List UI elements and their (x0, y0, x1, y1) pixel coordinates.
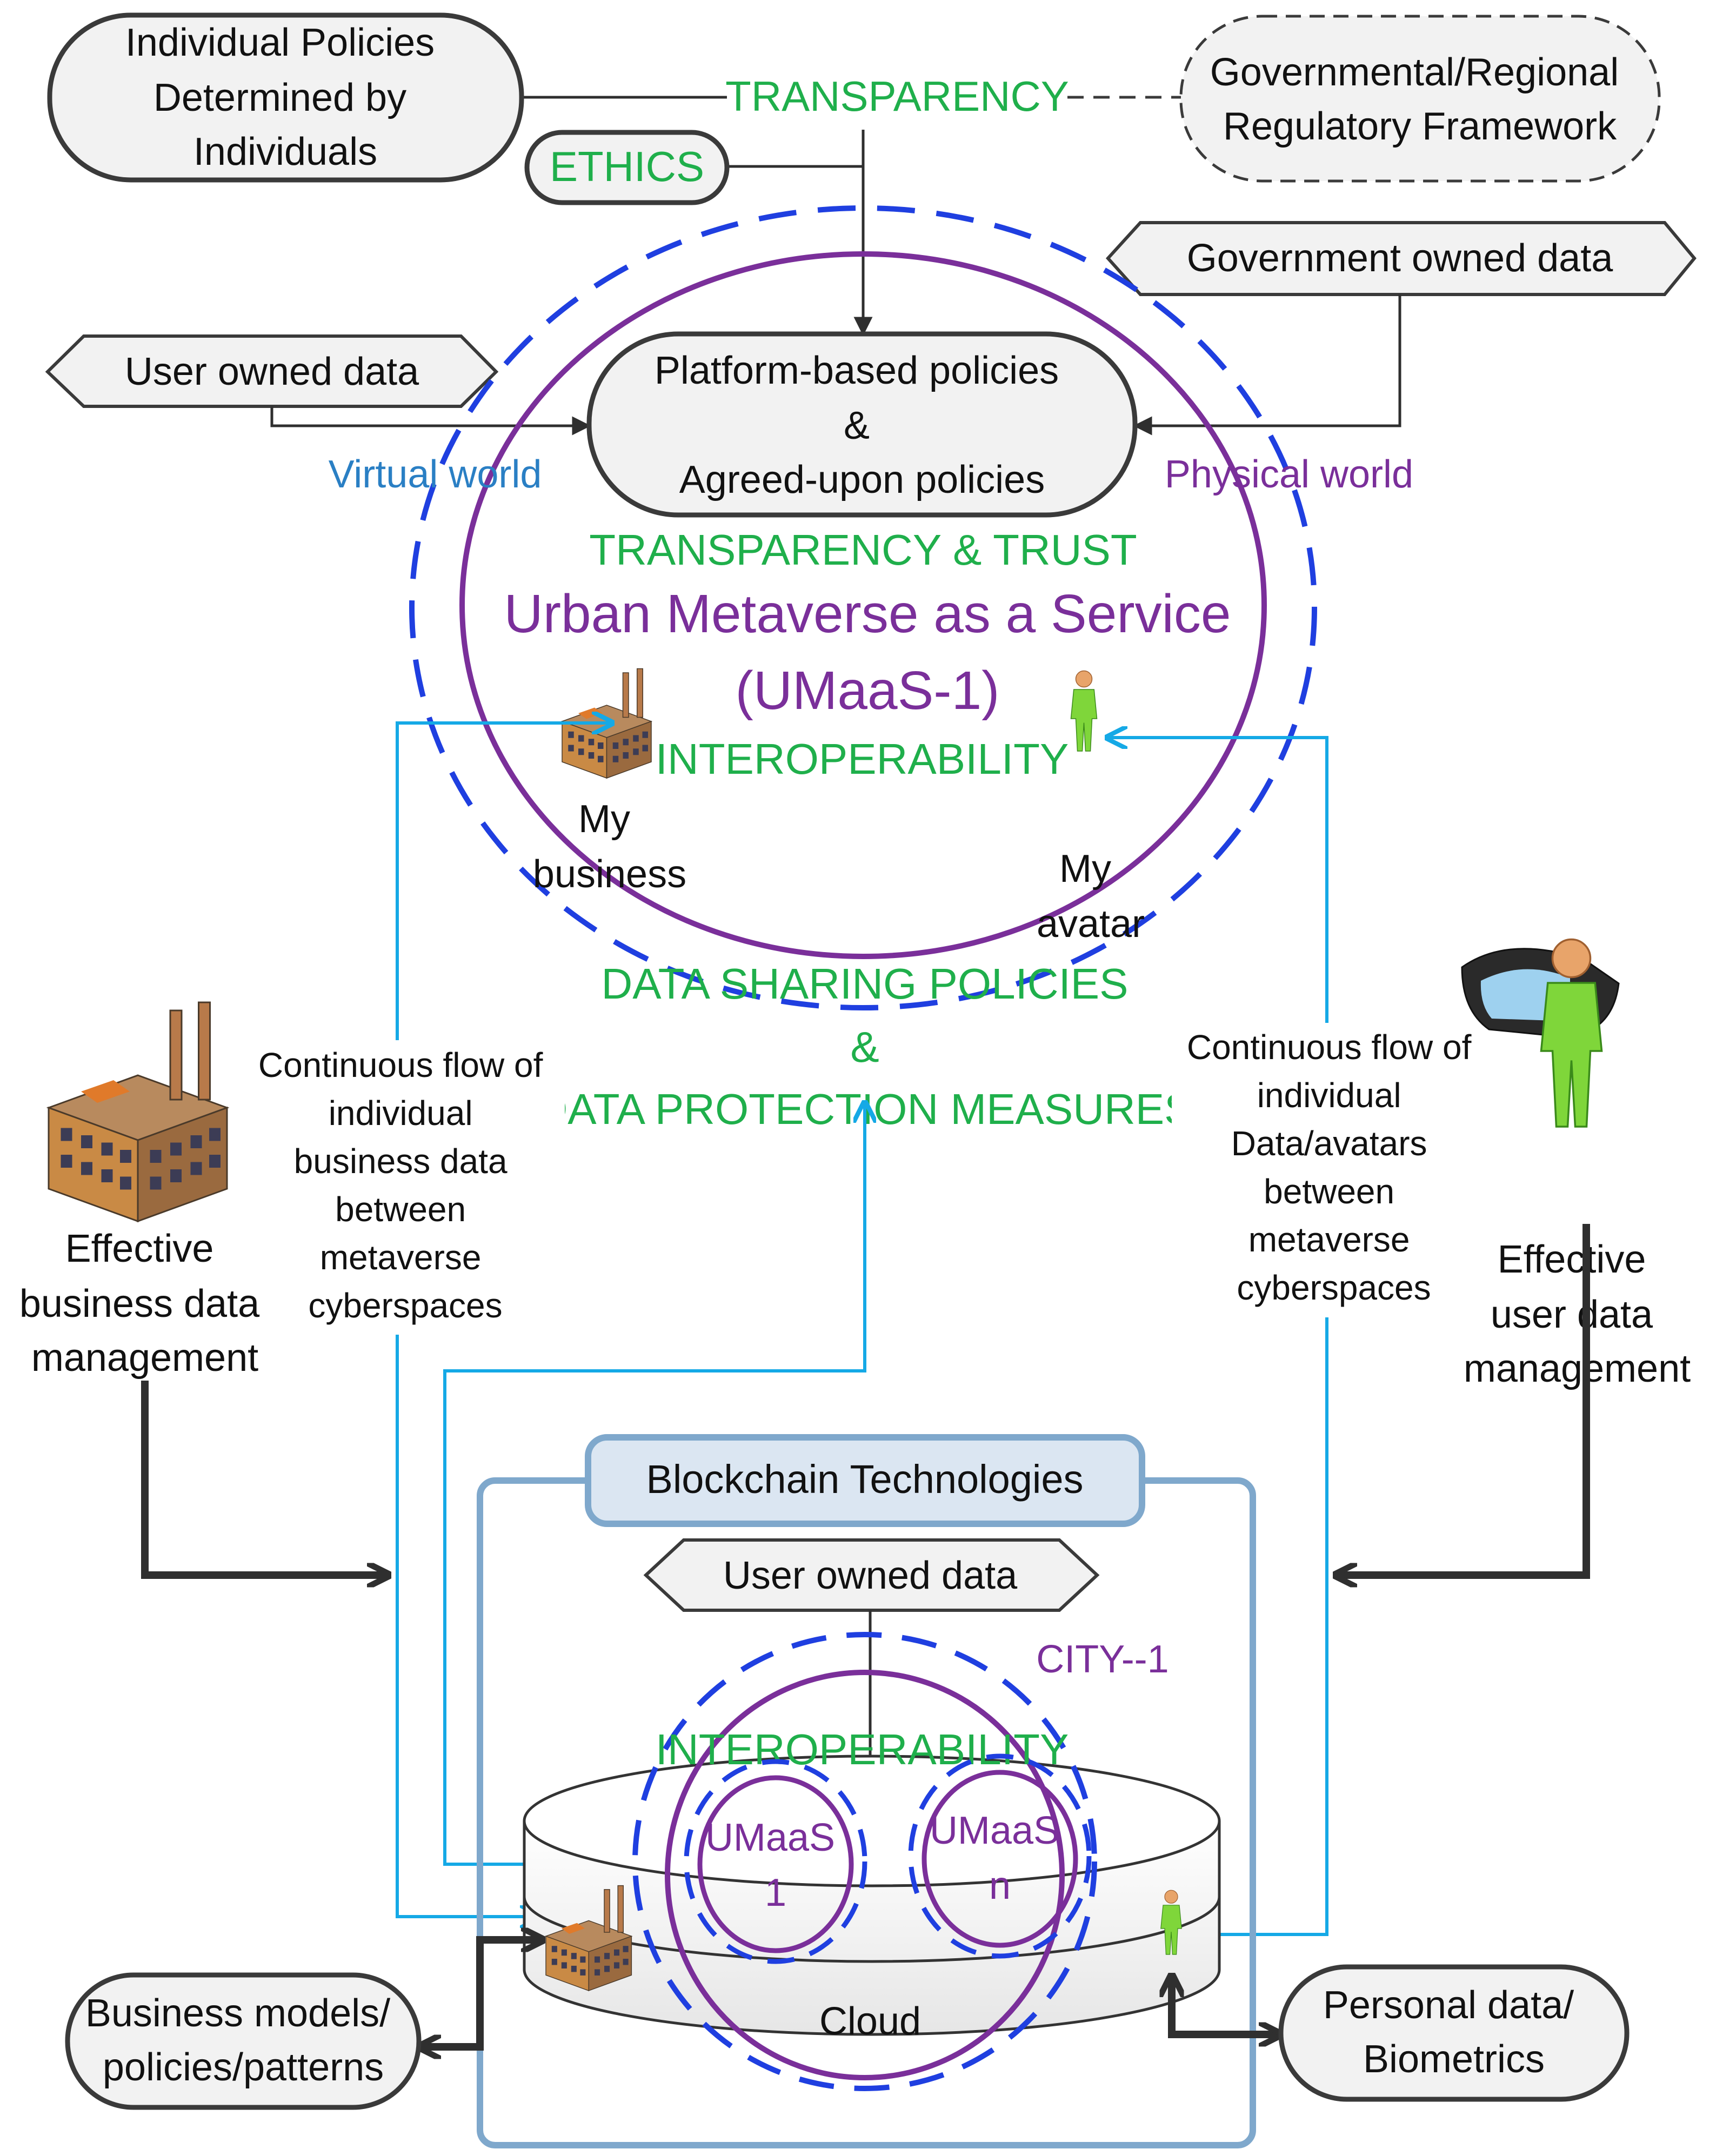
government-data-box (1105, 221, 1697, 296)
city-circle (665, 1670, 1065, 2080)
umaas1-dashed-ring (684, 1759, 867, 1964)
bottom-interoperability-label: INTEROPERABILITY (656, 1725, 1069, 1773)
user-to-user-data-line (1338, 1224, 1590, 1575)
my-avatar-icon (1070, 670, 1098, 752)
individual-policies-box (47, 12, 524, 183)
city-dashed-ring (632, 1632, 1097, 2091)
umaasn-circle (922, 1770, 1078, 1948)
umaas-dashed-ring (409, 205, 1317, 1010)
transparency-label: TRANSPARENCY (725, 72, 1069, 120)
umaas-circle (459, 251, 1267, 959)
platform-policies-box (586, 331, 1138, 518)
business-models-label: Business models/ policies/patterns (85, 1992, 401, 2089)
blockchain-header (585, 1434, 1145, 1527)
umaas1-label: UMaaS 1 (705, 1816, 846, 1914)
individual-policies-label: Individual Policies Determined by Indivi… (125, 21, 445, 173)
user-data-label-top: User owned data (125, 350, 419, 393)
left-flow-label: Continuous flow of individual business d… (258, 1046, 552, 1325)
umaasn-label: UMaaS n (930, 1809, 1070, 1907)
city-label: CITY--1 (1036, 1638, 1169, 1681)
effective-user-label: Effective user data management (1464, 1238, 1691, 1390)
right-flow-label-bg (1172, 1023, 1496, 1317)
transparency-trust-label: TRANSPARENCY & TRUST (589, 526, 1137, 574)
data-sharing-label: DATA SHARING POLICIES (601, 960, 1128, 1008)
ethics-label: ETHICS (550, 143, 704, 190)
umaas-title: Urban Metaverse as a Service (504, 584, 1231, 644)
arrow-government-to-platform (1133, 294, 1401, 436)
arrow-user-data-to-platform (270, 406, 591, 436)
cloud-cylinder (523, 1755, 1221, 2036)
business-factory-icon (48, 1001, 228, 1222)
government-data-label: Government owned data (1187, 237, 1613, 280)
cloud-to-personal-data-line (1172, 1978, 1278, 2034)
my-business-label: My business (533, 798, 686, 896)
umaasn-dashed-ring (908, 1753, 1092, 1959)
physical-world-label: Physical world (1165, 453, 1413, 496)
left-flow-label-bg (246, 1040, 565, 1335)
platform-policies-label: Platform-based policies & Agreed-upon po… (655, 349, 1070, 501)
virtual-world-label: Virtual world (329, 453, 542, 496)
regulatory-framework-box (1179, 15, 1661, 183)
cloud-label: Cloud (819, 2000, 921, 2043)
business-models-box (65, 1972, 422, 2110)
ethics-box (524, 130, 730, 205)
personal-data-box (1278, 1964, 1630, 2102)
personal-data-label: Personal data/ Biometrics (1323, 1984, 1585, 2081)
business-to-user-data-line (141, 1381, 386, 1575)
blockchain-label: Blockchain Technologies (646, 1457, 1083, 1502)
right-flow-label: Continuous flow of individual Data/avata… (1187, 1028, 1481, 1307)
regulatory-framework-label: Governmental/Regional Regulatory Framewo… (1210, 51, 1630, 148)
umaas-id: (UMaaS-1) (736, 660, 1000, 721)
interoperability-label: INTEROPERABILITY (656, 735, 1069, 783)
cloud-to-business-models-line (422, 1940, 540, 2047)
ampersand-label: & (850, 1023, 879, 1071)
effective-user-label-bg (1451, 1229, 1700, 1408)
avatar-flow-line (1107, 738, 1328, 1934)
umaas1-circle (697, 1775, 854, 1953)
user-data-box-top (45, 334, 499, 408)
effective-business-label: Effective business data management (19, 1227, 270, 1380)
user-data-label-bottom: User owned data (723, 1554, 1018, 1597)
user-data-box-bottom (643, 1538, 1100, 1612)
